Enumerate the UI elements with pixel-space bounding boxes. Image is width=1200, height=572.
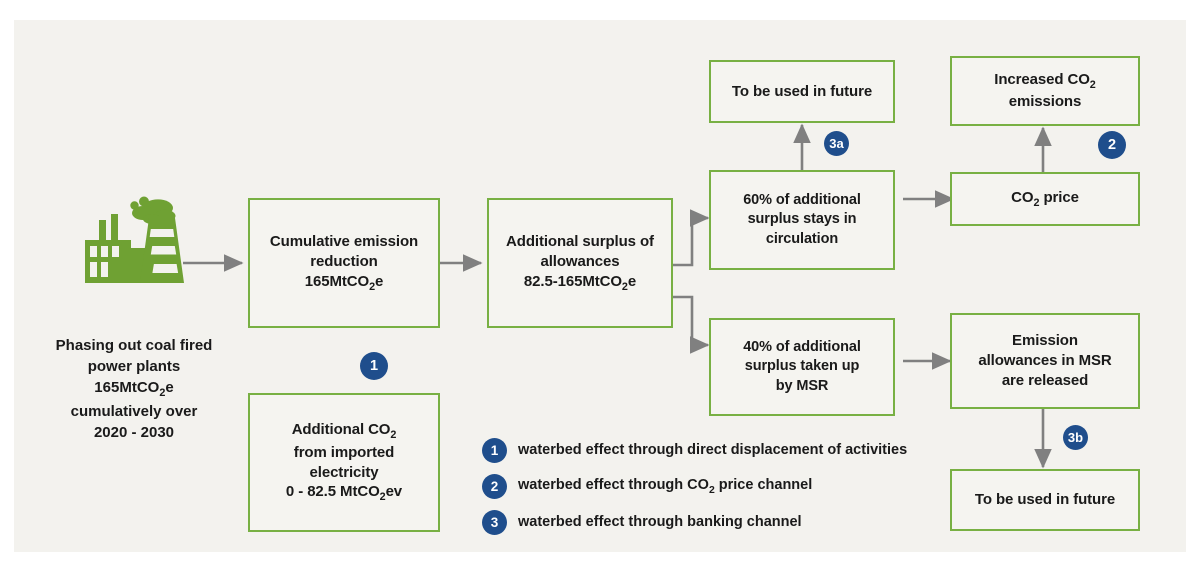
legend-label-3: waterbed effect through banking channel xyxy=(518,514,802,530)
caption-line-3: 165MtCO2e xyxy=(94,379,174,399)
box-line: emissions xyxy=(1008,93,1082,111)
badge-1: 1 xyxy=(360,352,388,380)
box-line: To be used in future xyxy=(731,82,873,100)
badge-3b: 3b xyxy=(1063,425,1088,450)
legend: 1 waterbed effect through direct displac… xyxy=(482,432,952,540)
legend-badge-3: 3 xyxy=(482,509,507,535)
box-line: CO2 price xyxy=(1011,188,1079,209)
legend-item-2: 2 waterbed effect through CO2 price chan… xyxy=(482,468,952,504)
coal-power-plant-icon xyxy=(74,196,192,293)
box-line: 165MtCO2e xyxy=(304,272,384,293)
box-emission-allowances-in-msr-released[interactable]: Emission allowances in MSR are released xyxy=(950,313,1140,409)
box-co2-price[interactable]: CO2 price xyxy=(950,172,1140,226)
badge-3a: 3a xyxy=(824,131,849,156)
caption-line-1: Phasing out coal fired xyxy=(55,337,213,354)
legend-label-2: waterbed effect through CO2 price channe… xyxy=(518,476,813,496)
box-40-percent-taken-up-by-msr[interactable]: 40% of additional surplus taken up by MS… xyxy=(709,318,895,416)
box-line: Increased CO2 xyxy=(994,70,1096,91)
box-line: Emission xyxy=(1012,332,1078,350)
box-increased-co2-emissions[interactable]: Increased CO2 emissions xyxy=(950,56,1140,126)
box-line: allowances xyxy=(540,252,620,270)
box-line: 60% of additional xyxy=(743,192,861,209)
box-line: 82.5-165MtCO2e xyxy=(523,272,637,293)
box-60-percent-stays-in-circulation[interactable]: 60% of additional surplus stays in circu… xyxy=(709,170,895,270)
legend-label-1: waterbed effect through direct displacem… xyxy=(518,442,908,458)
box-line: are released xyxy=(1001,371,1089,389)
caption-line-4: cumulatively over xyxy=(70,403,198,421)
box-to-be-used-in-future-top[interactable]: To be used in future xyxy=(709,60,895,123)
box-line: allowances in MSR xyxy=(978,352,1112,370)
box-line: circulation xyxy=(765,230,839,247)
legend-item-1: 1 waterbed effect through direct displac… xyxy=(482,432,952,468)
box-line: surplus taken up xyxy=(744,358,860,375)
box-additional-surplus-of-allowances[interactable]: Additional surplus of allowances 82.5-16… xyxy=(487,198,673,328)
box-line: Additional surplus of xyxy=(506,233,654,251)
caption-line-5: 2020 - 2030 xyxy=(93,424,175,442)
box-line: surplus stays in xyxy=(747,211,857,228)
box-line: 0 - 82.5 MtCO2ev xyxy=(285,483,403,504)
legend-item-3: 3 waterbed effect through banking channe… xyxy=(482,504,952,540)
legend-badge-2: 2 xyxy=(482,473,507,499)
box-to-be-used-in-future-bottom[interactable]: To be used in future xyxy=(950,469,1140,531)
box-cumulative-emission-reduction[interactable]: Cumulative emission reduction 165MtCO2e xyxy=(248,198,440,328)
box-line: 40% of additional xyxy=(743,339,861,356)
legend-badge-1: 1 xyxy=(482,437,507,463)
box-additional-co2-imported-electricity[interactable]: Additional CO2 from imported electricity… xyxy=(248,393,440,532)
box-line: Cumulative emission xyxy=(269,233,419,251)
box-line: To be used in future xyxy=(974,491,1116,509)
badge-2: 2 xyxy=(1098,131,1126,159)
box-line: from imported xyxy=(293,443,395,461)
box-line: Additional CO2 xyxy=(291,421,397,442)
source-caption: Phasing out coal fired power plants 165M… xyxy=(44,335,224,443)
box-line: electricity xyxy=(309,463,379,481)
caption-line-2: power plants xyxy=(87,358,181,375)
box-line: by MSR xyxy=(775,377,829,394)
box-line: reduction xyxy=(310,252,378,270)
